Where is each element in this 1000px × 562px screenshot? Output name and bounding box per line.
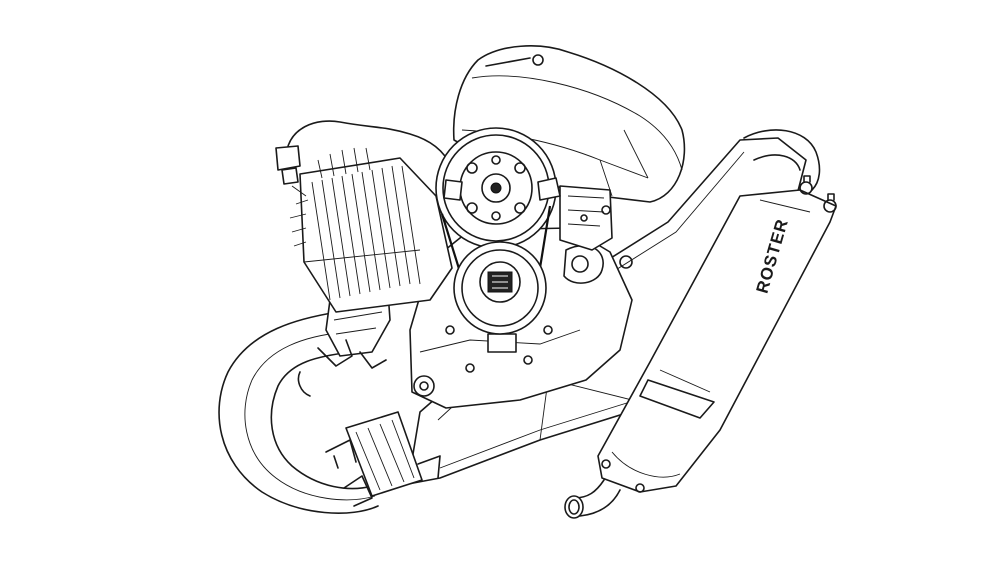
drive-belt xyxy=(440,205,552,273)
carburetor xyxy=(559,185,613,251)
muffler: ROSTER xyxy=(597,175,837,493)
drive-pulley xyxy=(435,127,561,249)
cylinder xyxy=(289,147,453,313)
tailpipe xyxy=(564,479,621,519)
clutch-pulley xyxy=(453,241,547,335)
muffler-inlet-pipe xyxy=(743,129,821,191)
exhaust-pipe xyxy=(218,311,379,514)
swing-arm-clamp xyxy=(325,411,441,507)
spark-plug-lead xyxy=(275,120,453,197)
